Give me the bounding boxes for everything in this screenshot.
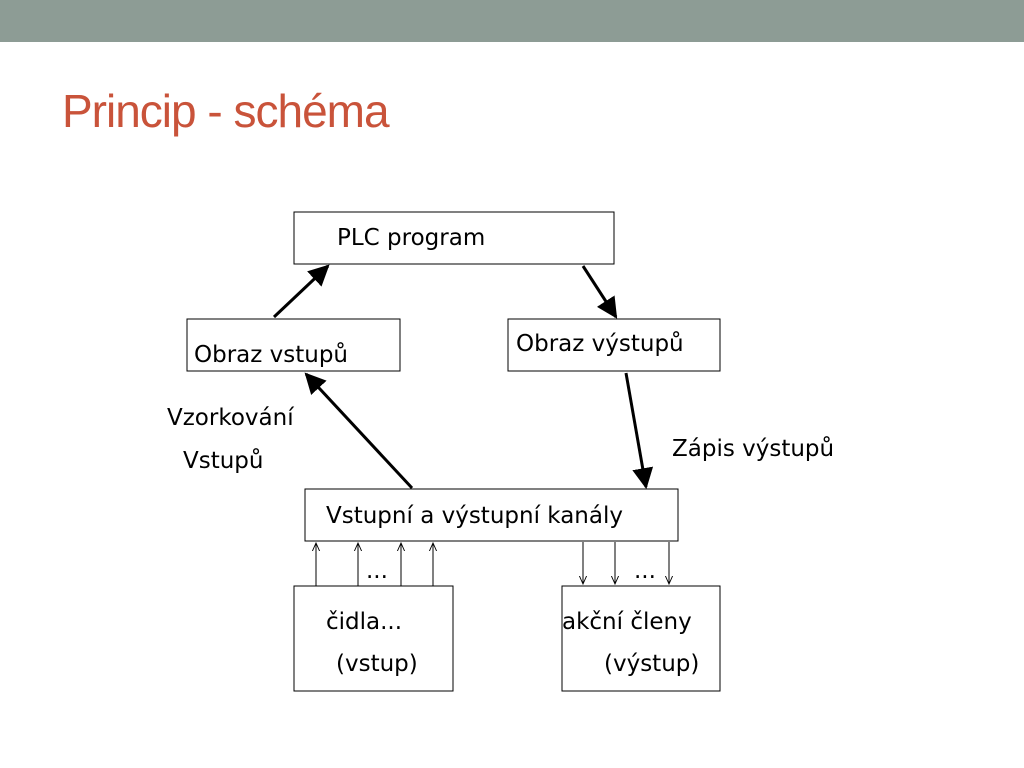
sampling-label-line2: Vstupů [183, 447, 264, 474]
sensors-label-line1: čidla... [326, 609, 402, 635]
actuators-label-line2: (výstup) [604, 651, 699, 677]
top-bar [0, 0, 1024, 42]
sensors-label-line2: (vstup) [336, 651, 418, 677]
sensors-box [293, 585, 454, 692]
input-image-box [186, 318, 401, 372]
output-image-box [507, 318, 721, 372]
sampling-label-line1: Vzorkování [167, 405, 294, 431]
io-channels-label: Vstupní a výstupní kanály [326, 503, 623, 529]
actuators-ellipsis: ... [634, 558, 656, 584]
input-image-label: Obraz vstupů [194, 341, 348, 368]
output-image-label: Obraz výstupů [516, 330, 684, 357]
plc-program-box [293, 211, 615, 265]
io-channels-box [304, 488, 679, 542]
output-write-label: Zápis výstupů [672, 435, 834, 462]
actuators-box [561, 585, 721, 692]
sensors-ellipsis: ... [366, 558, 388, 584]
arrow-plc-to-output [581, 265, 618, 319]
actuators-label-line1: akční členy [562, 609, 692, 635]
arrow-output-to-channels [624, 372, 654, 490]
arrow-input-to-plc [272, 264, 330, 319]
plc-program-label: PLC program [337, 225, 485, 251]
slide-title: Princip - schéma [62, 85, 390, 137]
arrow-channels-to-input [304, 372, 414, 490]
